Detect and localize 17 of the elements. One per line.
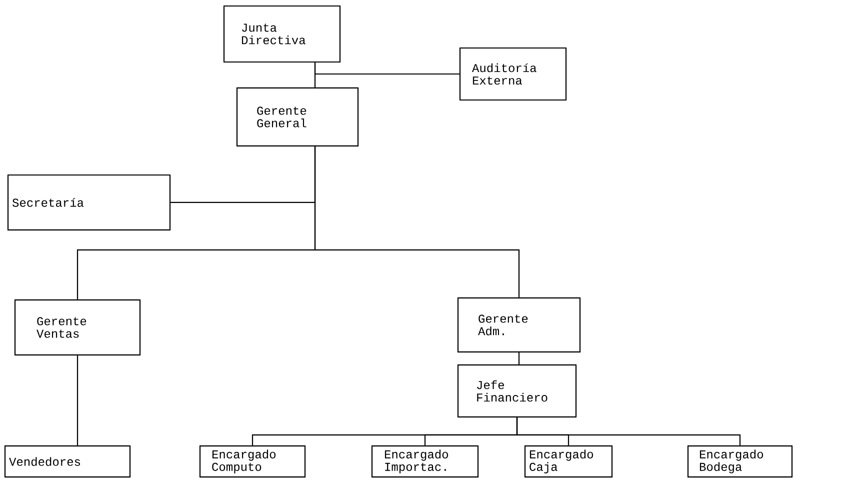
org-box: Vendedores [4, 445, 131, 478]
connector-line [314, 146, 520, 298]
org-box: Encargado Computo [199, 445, 306, 478]
org-box: Jefe Financiero [457, 364, 577, 418]
org-box: Encargado Caja [524, 445, 613, 478]
org-box: Secretaría [7, 174, 171, 231]
connector-line [76, 356, 78, 446]
org-box: Gerente Adm. [457, 297, 581, 353]
org-box: Gerente Ventas [14, 299, 141, 356]
org-box: Encargado Bodega [687, 445, 793, 478]
connector-line [516, 418, 741, 446]
org-box: Junta Directiva [223, 5, 341, 63]
org-box: Gerente General [236, 87, 359, 147]
connector-line [314, 62, 460, 75]
connector-line [518, 352, 520, 364]
org-box: Encargado Importac. [371, 445, 479, 478]
org-box: Auditoría Externa [459, 47, 567, 101]
